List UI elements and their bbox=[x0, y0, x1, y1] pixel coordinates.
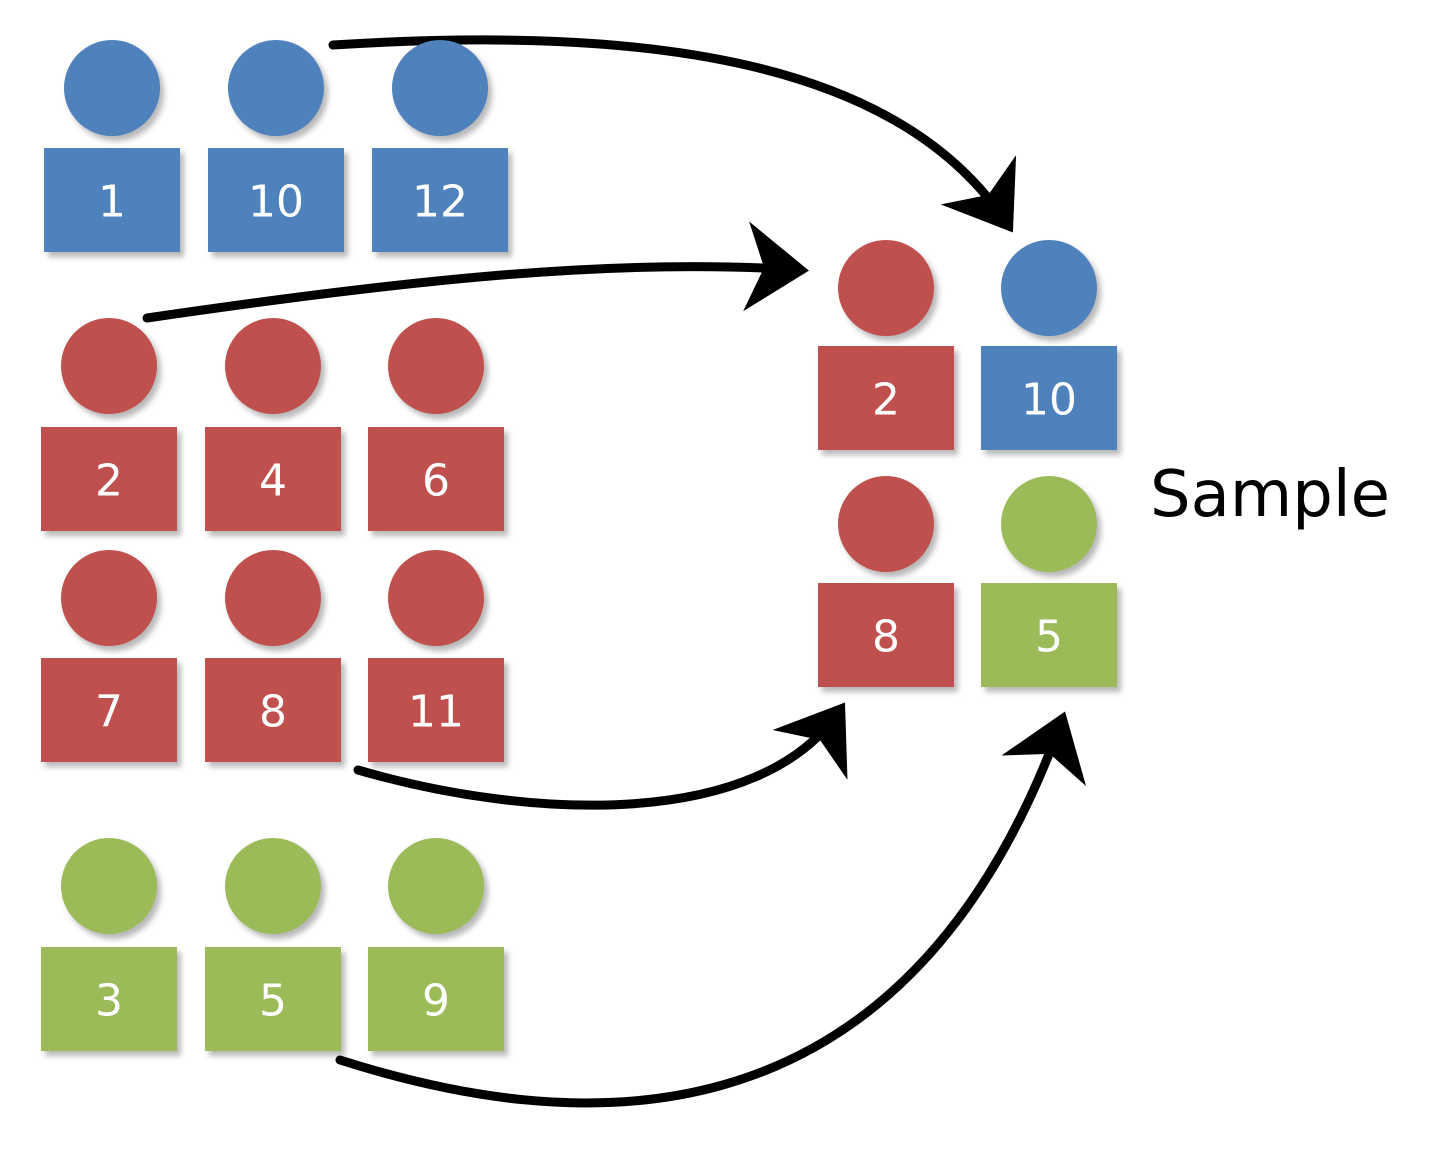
person-number: 5 bbox=[259, 976, 287, 1027]
person-body bbox=[368, 427, 504, 531]
person-number: 12 bbox=[412, 177, 468, 228]
person-body bbox=[981, 583, 1117, 687]
population-person-blue-10: 10 bbox=[208, 40, 344, 252]
person-head bbox=[64, 40, 160, 136]
population-person-red-2: 2 bbox=[41, 318, 177, 531]
person-number: 2 bbox=[95, 456, 123, 507]
population-person-red-7: 7 bbox=[41, 550, 177, 762]
person-number: 7 bbox=[95, 687, 123, 738]
sample-person-green-5: 5 bbox=[981, 476, 1117, 687]
person-number: 8 bbox=[872, 612, 900, 663]
person-body bbox=[44, 148, 180, 252]
sample-group: 2 10 8 5 bbox=[818, 240, 1117, 687]
person-head bbox=[392, 40, 488, 136]
sample-person-red-2: 2 bbox=[818, 240, 954, 450]
person-body bbox=[41, 658, 177, 762]
sample-person-red-8: 8 bbox=[818, 476, 954, 687]
population-person-red-4: 4 bbox=[205, 318, 341, 531]
person-number: 9 bbox=[422, 976, 450, 1027]
person-number: 2 bbox=[872, 375, 900, 426]
person-body bbox=[818, 583, 954, 687]
person-head bbox=[838, 476, 934, 572]
person-body bbox=[205, 658, 341, 762]
person-number: 3 bbox=[95, 976, 123, 1027]
arrow-red-2-to-sample bbox=[142, 221, 809, 323]
person-number: 1 bbox=[98, 177, 126, 228]
person-body bbox=[368, 947, 504, 1051]
person-body bbox=[205, 427, 341, 531]
population-group: 1 10 12 2 4 6 7 8 11 3 5 9 bbox=[41, 40, 508, 1051]
person-head bbox=[225, 550, 321, 646]
person-head bbox=[225, 838, 321, 934]
person-head bbox=[225, 318, 321, 414]
sample-person-blue-10: 10 bbox=[981, 240, 1117, 450]
population-person-red-6: 6 bbox=[368, 318, 504, 531]
population-person-red-8: 8 bbox=[205, 550, 341, 762]
person-body bbox=[372, 148, 508, 252]
sample-label: Sample bbox=[1150, 458, 1390, 532]
population-person-blue-12: 12 bbox=[372, 40, 508, 252]
population-person-red-11: 11 bbox=[368, 550, 504, 762]
person-head bbox=[1001, 476, 1097, 572]
person-body bbox=[205, 947, 341, 1051]
person-body bbox=[41, 947, 177, 1051]
person-head bbox=[388, 838, 484, 934]
person-body bbox=[818, 346, 954, 450]
person-number: 4 bbox=[259, 456, 287, 507]
person-body bbox=[41, 427, 177, 531]
person-number: 10 bbox=[248, 177, 304, 228]
person-number: 5 bbox=[1035, 612, 1063, 663]
person-head bbox=[838, 240, 934, 336]
person-head bbox=[388, 550, 484, 646]
person-body bbox=[981, 346, 1117, 450]
arrow-green-5-to-sample bbox=[335, 711, 1087, 1108]
person-head bbox=[61, 838, 157, 934]
person-head bbox=[61, 318, 157, 414]
person-head bbox=[228, 40, 324, 136]
person-head bbox=[61, 550, 157, 646]
population-person-blue-1: 1 bbox=[44, 40, 180, 252]
person-number: 10 bbox=[1021, 375, 1077, 426]
arrow-red-8-to-sample bbox=[353, 702, 848, 810]
person-body bbox=[208, 148, 344, 252]
arrows-layer bbox=[142, 35, 1087, 1108]
arrow-blue-10-to-sample bbox=[328, 35, 1017, 233]
population-person-green-3: 3 bbox=[41, 838, 177, 1051]
person-number: 6 bbox=[422, 456, 450, 507]
person-head bbox=[388, 318, 484, 414]
person-number: 8 bbox=[259, 687, 287, 738]
population-person-green-5: 5 bbox=[205, 838, 341, 1051]
person-body bbox=[368, 658, 504, 762]
person-head bbox=[1001, 240, 1097, 336]
population-person-green-9: 9 bbox=[368, 838, 504, 1051]
person-number: 11 bbox=[408, 687, 464, 738]
